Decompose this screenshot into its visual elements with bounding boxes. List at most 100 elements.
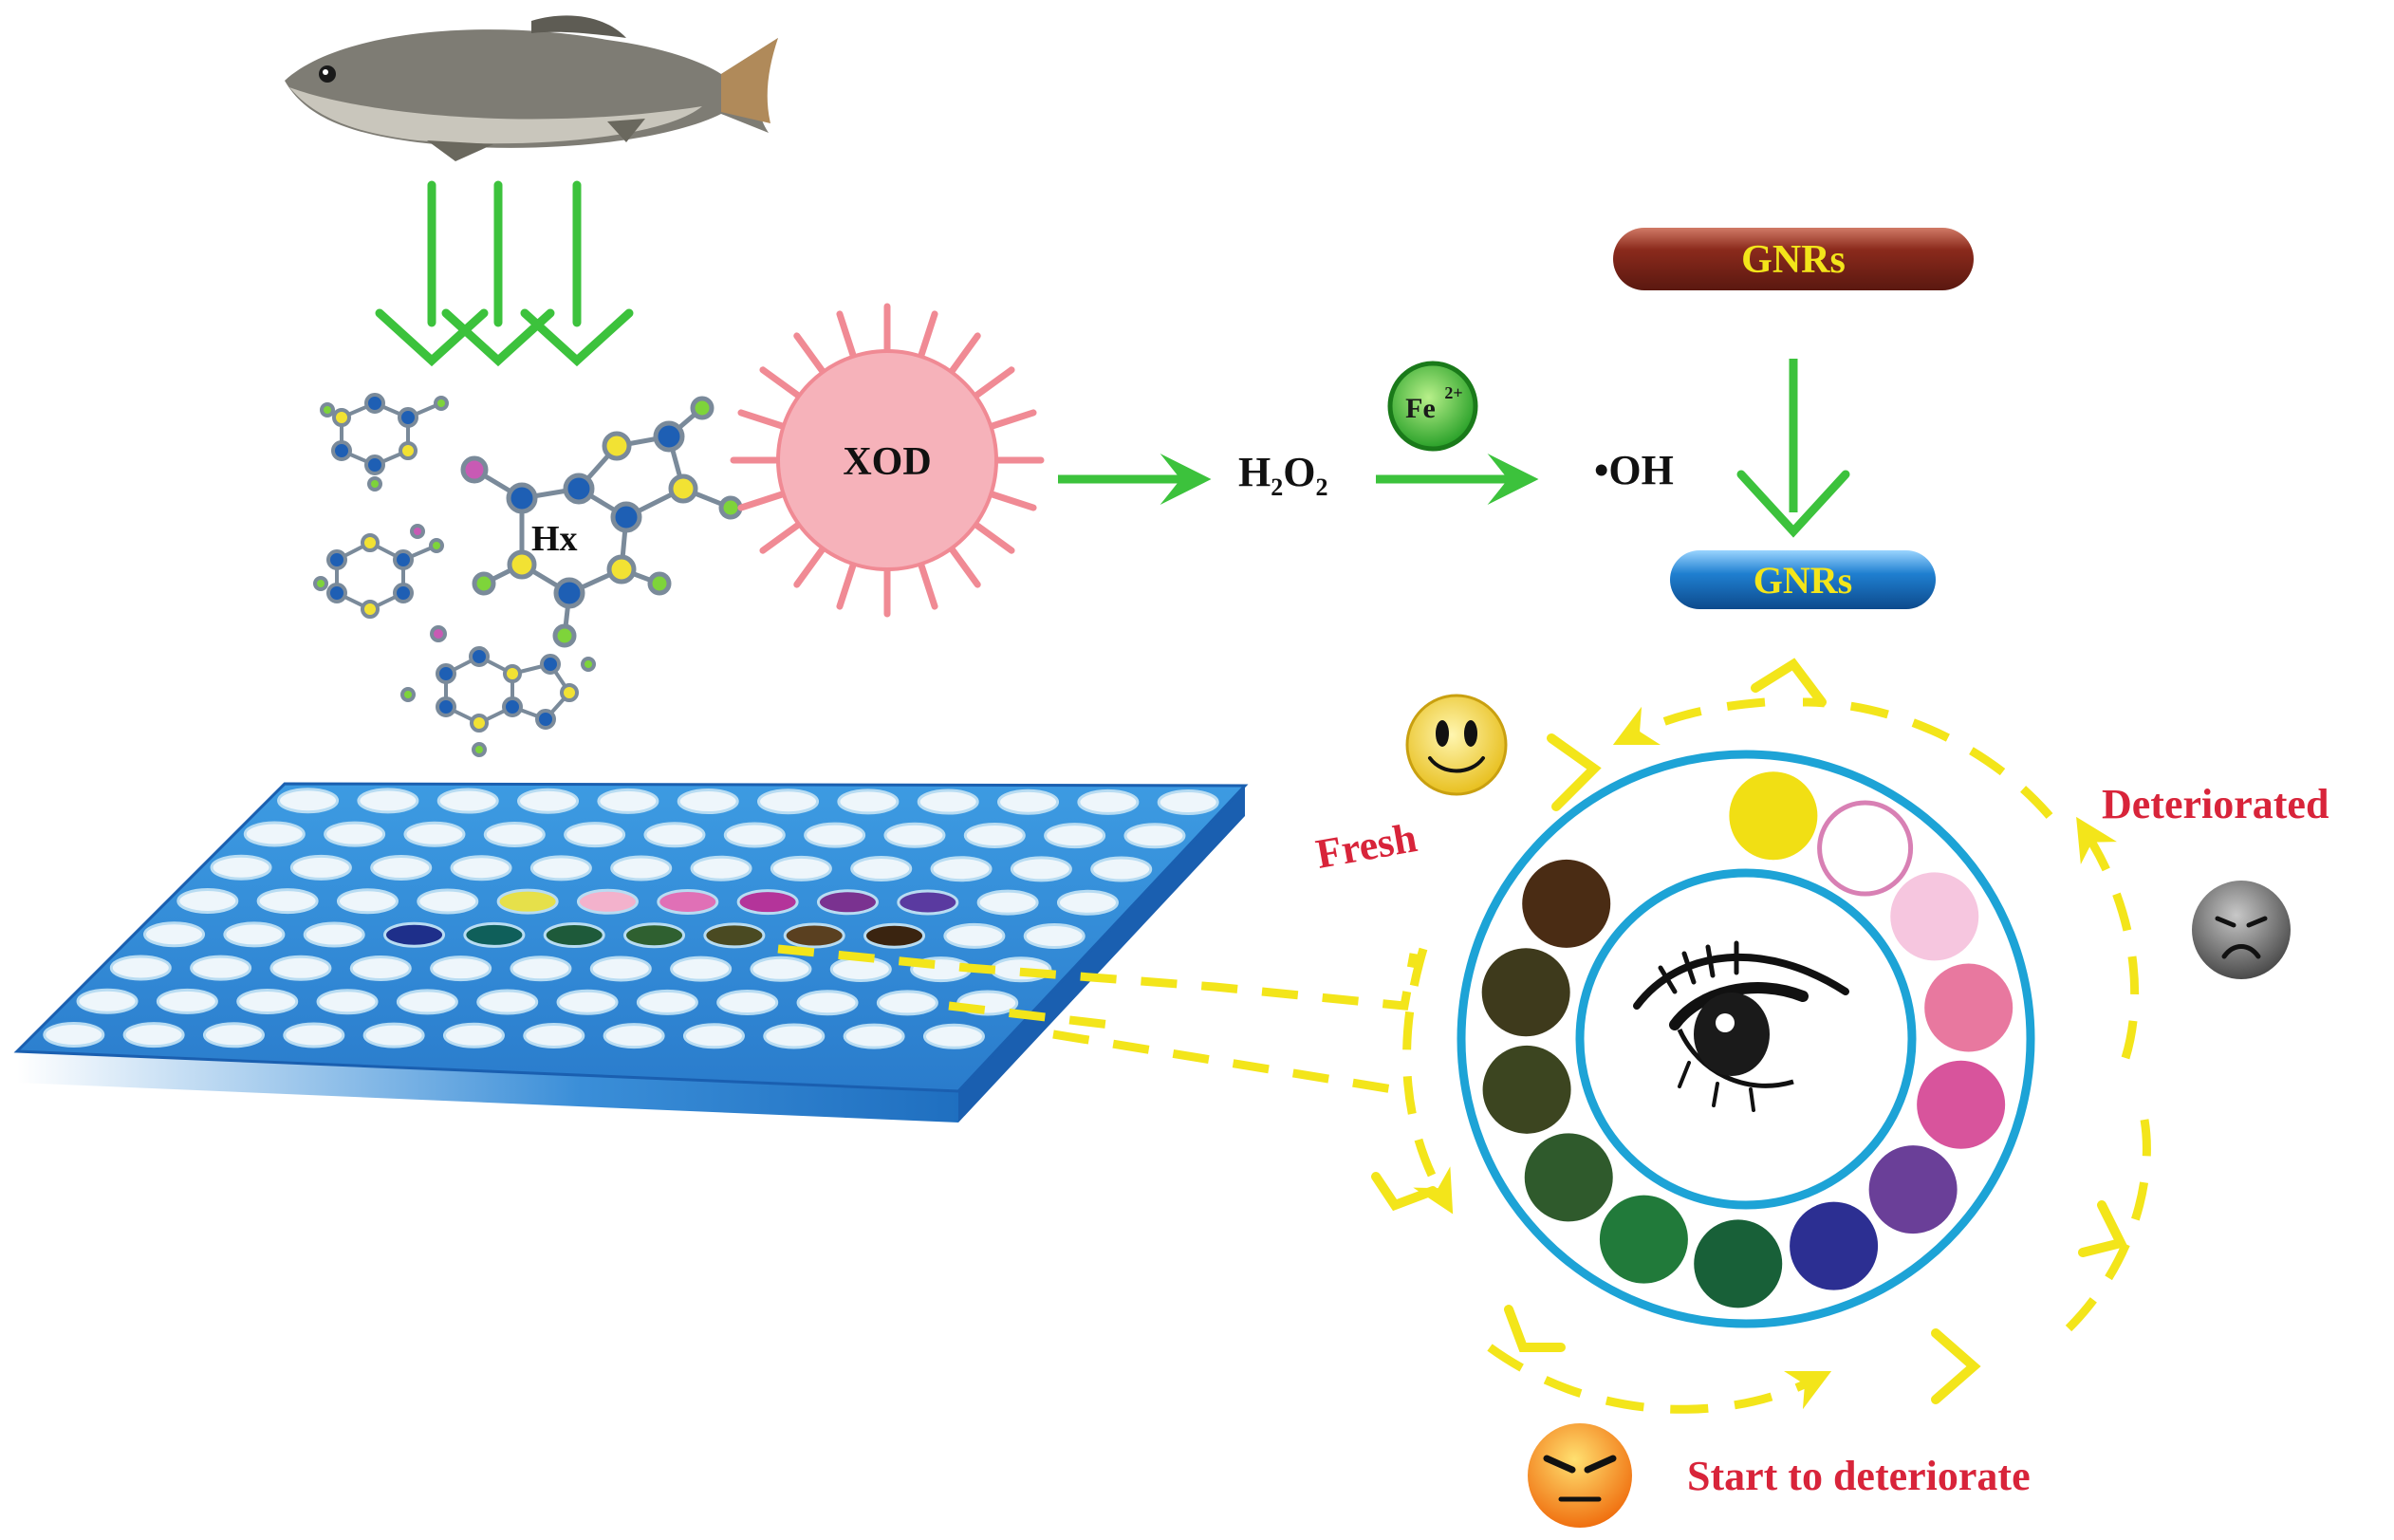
color-readout-ring [1457, 750, 2035, 1328]
gnrs-etching-arrow-head [1736, 470, 1850, 538]
plate-well [1077, 789, 1140, 815]
fe2plus-catalyst-icon: Fe 2+ [1387, 361, 1478, 452]
plate-well [529, 855, 592, 881]
plate-well [202, 1022, 265, 1048]
xod-spike [945, 541, 981, 588]
gnrs-brown-rod: GNRs [1613, 228, 1974, 290]
start-to-deteriorate-label: Start to deteriorate [1687, 1453, 2031, 1499]
molecule-small-3 [400, 625, 596, 757]
plate-well [670, 956, 733, 982]
plate-well [396, 989, 458, 1015]
xod-spike [968, 518, 1015, 554]
plate-well [1044, 823, 1106, 849]
angry-face-icon [1528, 1423, 1632, 1528]
plate-well [757, 789, 820, 815]
ring-color-well [1726, 769, 1821, 863]
plate-well [430, 956, 492, 982]
plate-well [736, 889, 799, 916]
plate-well [750, 956, 812, 982]
plate-well [357, 788, 419, 814]
plate-well [349, 955, 412, 981]
xod-spike [737, 489, 791, 511]
gnrs-bottom-label: GNRs [1754, 559, 1852, 602]
plate-well [1010, 856, 1072, 882]
plate-well [463, 921, 526, 948]
plate-well [603, 1023, 665, 1049]
bottom-right-arrowhead [1931, 1328, 1981, 1404]
h2o2-label: H2O2 [1238, 449, 1327, 501]
xod-enzyme-icon: XOD [730, 303, 1045, 618]
molecule-small-2 [313, 524, 444, 619]
plate-well [643, 822, 706, 848]
plate-well [316, 989, 379, 1015]
ring-color-well [1596, 1192, 1691, 1287]
hx-label: Hx [531, 519, 578, 559]
plate-well [256, 888, 319, 915]
plate-well [597, 788, 659, 814]
plate-well [943, 922, 1006, 949]
xod-spike [836, 310, 859, 364]
ring-color-well [1519, 856, 1614, 951]
plate-well [1090, 856, 1153, 882]
left-arrowhead [1371, 1172, 1438, 1212]
xod-spike [836, 556, 859, 610]
plate-well [210, 854, 272, 881]
plate-well [930, 856, 993, 882]
fresh-label: Fresh [1312, 814, 1420, 878]
gnrs-blue-rod: GNRs [1670, 550, 1936, 609]
plate-well [783, 922, 845, 949]
plate-well [682, 1023, 745, 1049]
microplate [13, 782, 1249, 1123]
hx-molecule-cluster: Hx [313, 393, 743, 757]
plate-well [850, 856, 913, 882]
plate-well [876, 990, 938, 1016]
ring-color-well [1887, 869, 1982, 964]
plate-well [976, 889, 1039, 916]
ring-color-well [1865, 1142, 1960, 1237]
xod-spike [759, 518, 807, 554]
plate-well [843, 1023, 905, 1049]
plate-well [523, 1022, 585, 1048]
plate-well [283, 1022, 345, 1048]
fe-label: Fe [1405, 393, 1436, 424]
xod-spike [945, 332, 981, 380]
xod-spike [759, 366, 807, 402]
fe-charge-label: 2+ [1444, 383, 1462, 402]
freshness-cycle-arrows [1402, 697, 2151, 1414]
plate-well [804, 822, 866, 848]
plate-well [76, 988, 139, 1014]
plate-well [510, 956, 572, 982]
plate-well [564, 822, 626, 848]
eye-icon [1633, 940, 1849, 1112]
plate-well [289, 854, 352, 881]
plate-well [403, 821, 466, 847]
plate-well [1123, 823, 1186, 849]
ring-color-well [1787, 1198, 1882, 1293]
plate-well [576, 888, 639, 915]
plate-well [863, 922, 926, 949]
plate-well [517, 788, 580, 814]
deteriorated-arrowhead [1751, 658, 1827, 707]
plate-well [176, 887, 239, 914]
xod-label: XOD [843, 440, 931, 484]
plate-well [143, 921, 206, 948]
plate-well [610, 855, 673, 881]
bottom-left-arrowhead [1504, 1305, 1566, 1352]
xod-spike [793, 332, 829, 380]
plate-well [1023, 923, 1086, 950]
plate-well [496, 888, 559, 915]
gnrs-top-label: GNRs [1741, 238, 1846, 282]
plate-well [362, 1022, 425, 1048]
plate-well [109, 955, 172, 981]
xod-spike [983, 489, 1037, 511]
plate-well [543, 922, 605, 949]
xod-spike [737, 409, 791, 432]
plate-well [269, 955, 332, 981]
ring-color-well [1691, 1216, 1786, 1311]
plate-well [997, 789, 1060, 815]
plate-well [837, 789, 900, 815]
hx-release-arrows [375, 180, 634, 367]
molecule-hx-main [460, 396, 743, 648]
plate-well [1157, 789, 1219, 816]
plate-well [657, 888, 719, 915]
